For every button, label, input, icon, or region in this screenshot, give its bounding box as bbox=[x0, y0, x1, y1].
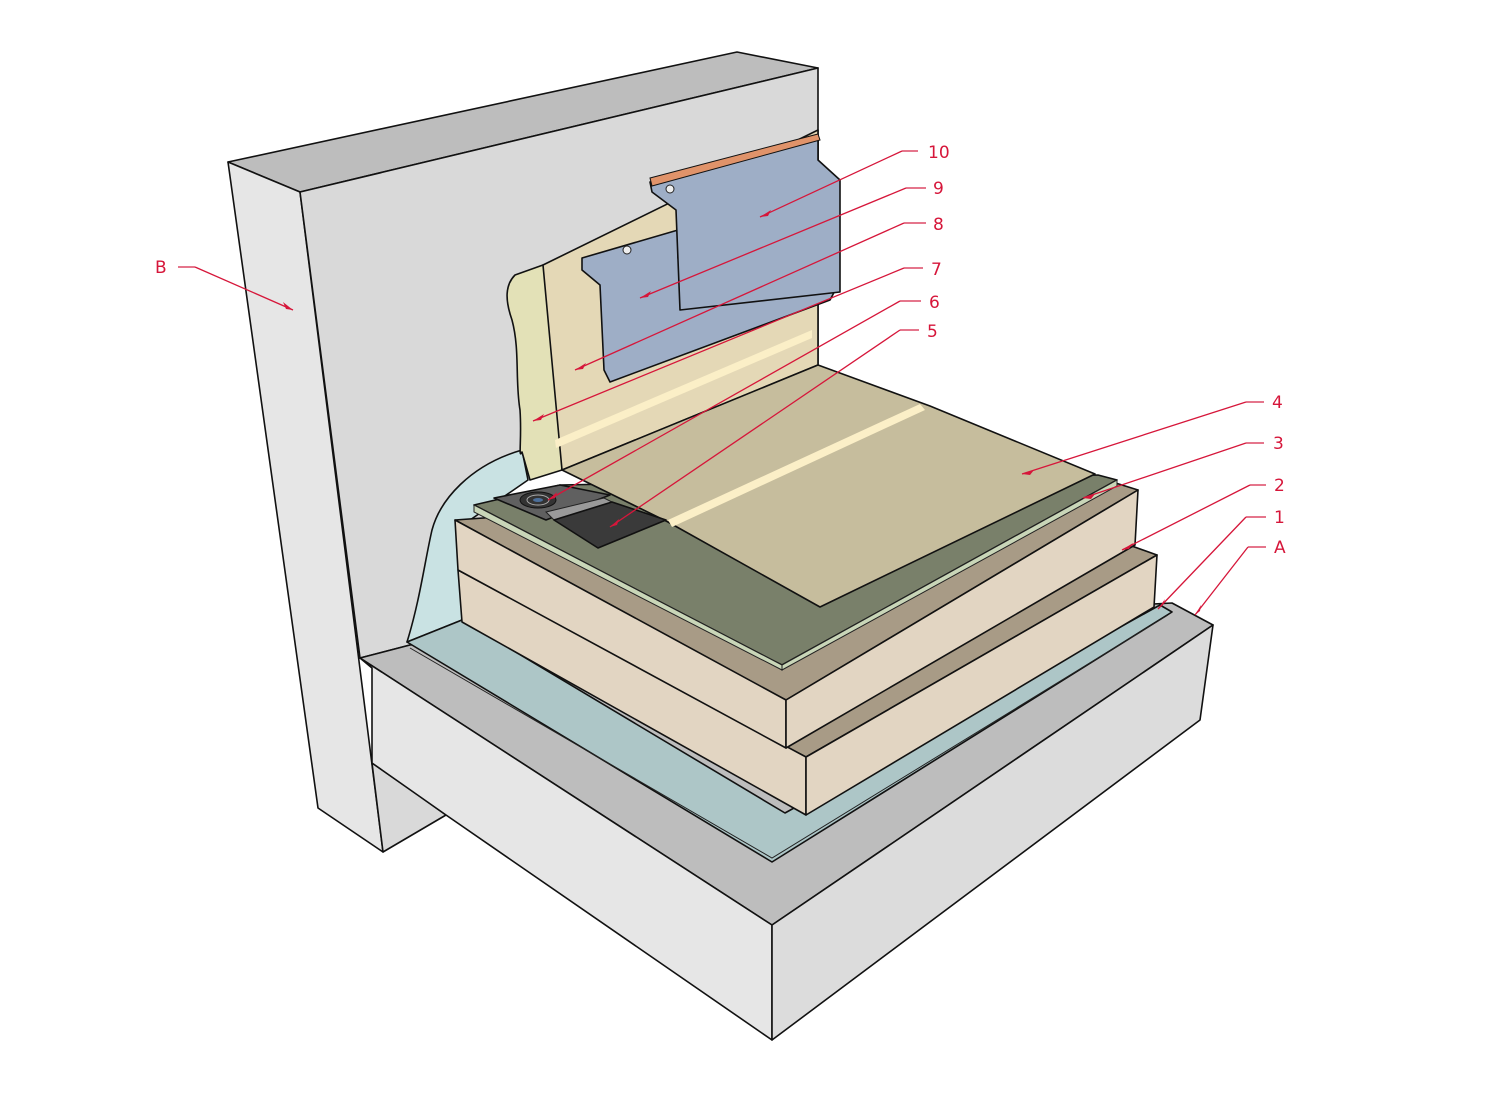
label-4: 4 bbox=[1272, 393, 1283, 413]
drain-plate bbox=[493, 484, 614, 521]
label-6: 6 bbox=[929, 293, 940, 313]
label-2: 2 bbox=[1274, 476, 1285, 496]
leader-lines bbox=[178, 150, 1266, 616]
label-8: 8 bbox=[933, 215, 944, 235]
reinforcement-patch bbox=[553, 501, 667, 549]
label-B: B bbox=[155, 258, 167, 278]
label-7: 7 bbox=[931, 260, 942, 280]
label-9: 9 bbox=[933, 179, 944, 199]
label-A: A bbox=[1274, 538, 1286, 558]
label-5: 5 bbox=[927, 322, 938, 342]
counter-flashing bbox=[649, 133, 841, 311]
label-1: 1 bbox=[1274, 508, 1285, 528]
label-10: 10 bbox=[928, 143, 950, 163]
label-3: 3 bbox=[1273, 434, 1284, 454]
waterproofing-membrane bbox=[561, 364, 1096, 608]
